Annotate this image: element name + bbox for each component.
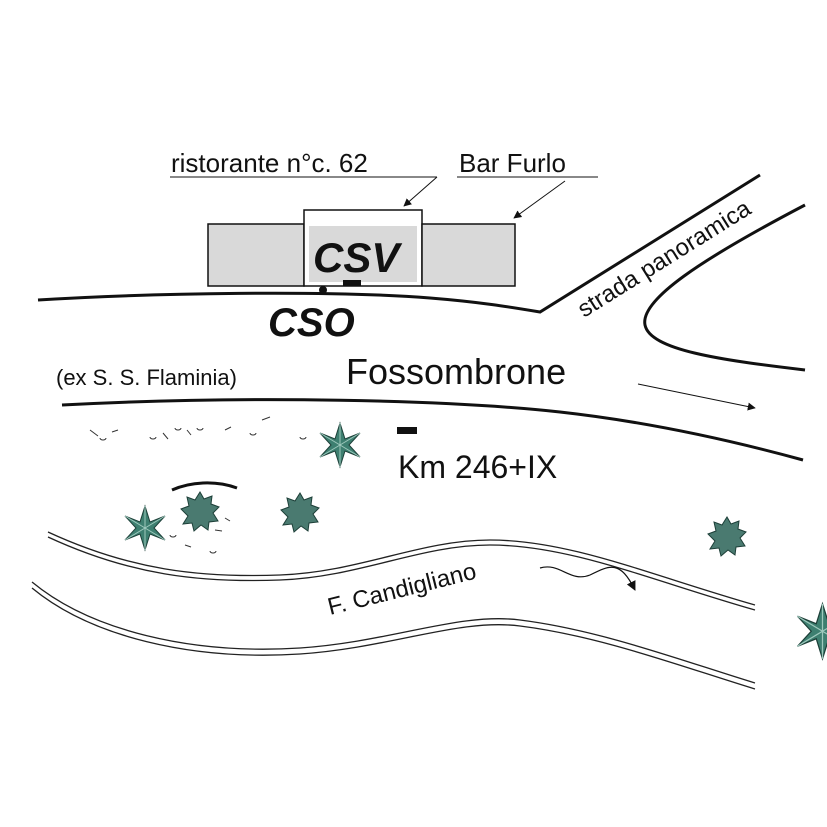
river-bank-lower [31, 581, 756, 684]
road-upper-edge [37, 173, 761, 314]
river-bank-upper [47, 531, 756, 606]
cso-dot [319, 286, 327, 294]
grass-marks [89, 416, 307, 554]
hedge-arc [171, 481, 238, 492]
label-km: Km 246+IX [398, 449, 557, 485]
label-ristorante: ristorante n°c. 62 [171, 148, 368, 178]
bar-pointer [513, 180, 566, 219]
label-bar-furlo: Bar Furlo [459, 148, 566, 178]
shrub-icon [280, 492, 320, 533]
cso-dash [343, 280, 361, 286]
building-center-inner [309, 226, 417, 282]
ristorante-pointer [403, 176, 438, 207]
river-bank-lower-2 [31, 587, 756, 690]
label-csv: CSV [313, 234, 402, 281]
building-left [207, 223, 305, 287]
km-dash [397, 427, 417, 434]
river-bank-upper-2 [47, 536, 756, 611]
label-strada-panoramica: strada panoramica [573, 195, 756, 324]
tree-icon [319, 422, 361, 468]
label-cso: CSO [268, 301, 355, 345]
shrub-icon [180, 491, 220, 532]
direction-arrow-icon [637, 383, 756, 411]
label-flaminia: (ex S. S. Flaminia) [56, 365, 237, 390]
strada-panoramica-lower-edge [643, 203, 806, 372]
tree-icon [796, 603, 827, 660]
road-lower-edge [61, 398, 804, 462]
shrub-icon [707, 516, 747, 557]
building-right [421, 223, 516, 287]
tree-icon [124, 505, 166, 551]
river-flow-arrow-icon [539, 566, 636, 591]
label-fossombrone: Fossombrone [346, 351, 566, 392]
label-candigliano: F. Candigliano [325, 558, 479, 621]
